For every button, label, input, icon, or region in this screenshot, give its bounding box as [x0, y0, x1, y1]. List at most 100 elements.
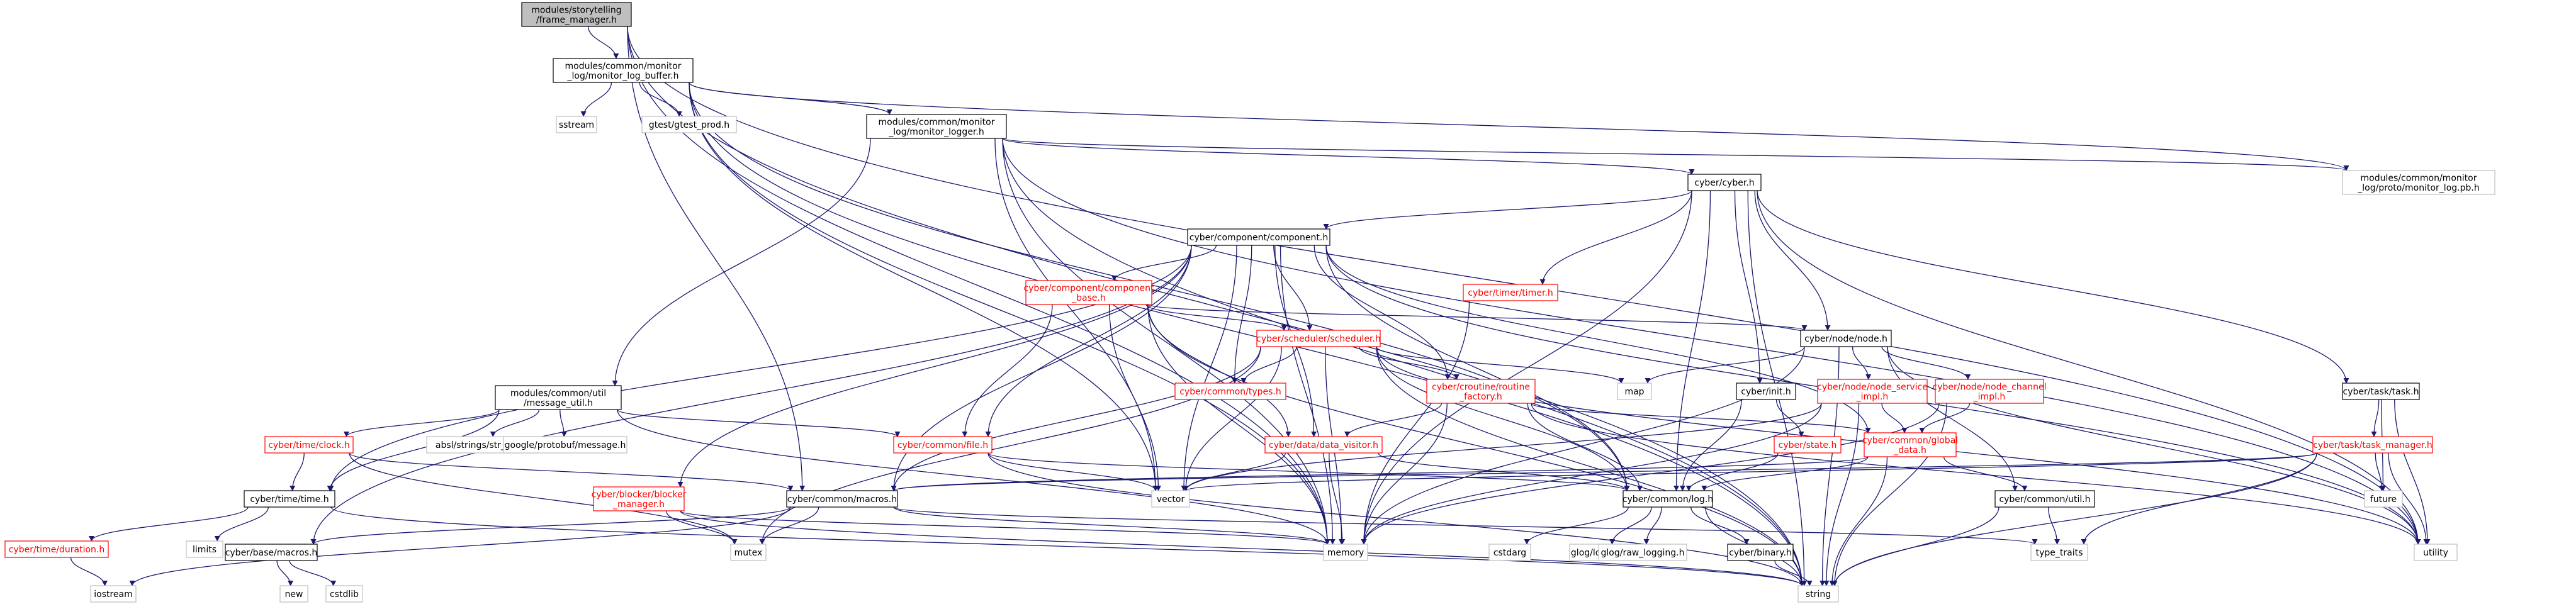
node-binary[interactable]: cyber/binary.h [1727, 544, 1794, 561]
node-state[interactable]: cyber/state.h [1774, 436, 1842, 454]
edge-taskmgr-to-typetraits [2081, 452, 2317, 545]
node-mlg-box [866, 114, 1007, 139]
node-duration-label: cyber/time/duration.h [9, 545, 105, 555]
node-timer[interactable]: cyber/timer/timer.h [1463, 284, 1558, 301]
edge-binary-to-string [1774, 560, 1813, 586]
node-file[interactable]: cyber/common/file.h [893, 436, 993, 454]
node-timer-label: cyber/timer/timer.h [1468, 288, 1553, 298]
edge-basemacros-to-new [276, 560, 294, 586]
node-mlg[interactable]: modules/common/monitor_log/monitor_logge… [866, 114, 1007, 139]
node-mlpb-label: modules/common/monitor [2361, 173, 2477, 183]
node-timeh-box [244, 490, 335, 508]
edge-scheduler-to-mutex [759, 346, 1261, 545]
node-nodesvc[interactable]: cyber/node/node_service_impl.h [1817, 379, 1928, 404]
node-datavis-box [1264, 436, 1383, 454]
edge-macros-to-iostream [129, 506, 791, 586]
node-types[interactable]: cyber/common/types.h [1174, 382, 1286, 400]
node-croutine[interactable]: cyber/croutine/routine_factory.h [1426, 379, 1536, 404]
node-timeh[interactable]: cyber/time/time.h [244, 490, 335, 508]
node-nodechan[interactable]: cyber/node/node_channel_impl.h [1933, 379, 2047, 404]
node-msgutil[interactable]: modules/common/util/message_util.h [495, 385, 622, 410]
node-cyber[interactable]: cyber/cyber.h [1687, 174, 1762, 191]
node-duration[interactable]: cyber/time/duration.h [4, 540, 109, 558]
node-component[interactable]: cyber/component/component.h [1187, 228, 1330, 246]
edge-mlb-to-gtestprod [639, 82, 682, 117]
node-root[interactable]: modules/storytelling/frame_manager.h [521, 2, 632, 27]
node-duration-box [4, 540, 109, 558]
node-macros-box [786, 490, 898, 508]
node-compbase[interactable]: cyber/component/component_base.h [1023, 280, 1154, 305]
node-global[interactable]: cyber/common/global_data.h [1862, 432, 1958, 457]
node-clock[interactable]: cyber/time/clock.h [264, 436, 354, 454]
node-sstream: sstream [556, 116, 597, 133]
node-init[interactable]: cyber/init.h [1736, 382, 1796, 400]
node-log[interactable]: cyber/common/log.h [1623, 490, 1713, 508]
edge-nodesvc-to-global [1881, 403, 1908, 433]
node-file-label: cyber/common/file.h [897, 440, 988, 450]
node-node[interactable]: cyber/node/node.h [1800, 330, 1892, 347]
node-util[interactable]: cyber/common/util.h [1994, 490, 2095, 508]
node-mlb[interactable]: modules/common/monitor_log/monitor_log_b… [553, 58, 694, 83]
node-protomsg: google/protobuf/message.h [503, 436, 627, 454]
node-gtestprod-box [641, 116, 737, 133]
node-map: map [1617, 382, 1652, 400]
node-limits: limits [186, 540, 223, 558]
node-rawlog-label: glog/raw_logging.h [1601, 548, 1685, 558]
edge-scheduler-to-types [1240, 346, 1297, 384]
node-map-label: map [1624, 387, 1644, 397]
edge-component-to-types [1232, 245, 1252, 384]
edge-mlg-to-vector [994, 138, 1159, 491]
edge-datavis-to-log [1378, 452, 1630, 491]
edge-mlg-to-cyber [1002, 138, 1695, 175]
edge-cyber-to-node [1754, 190, 1831, 331]
node-msgutil-label: /message_util.h [524, 398, 593, 408]
node-iostream: iostream [90, 585, 137, 603]
edge-scheduler-to-log [1376, 346, 1630, 491]
node-limits-label: limits [193, 545, 217, 555]
node-mutex-label: mutex [734, 548, 763, 558]
node-blocker[interactable]: cyber/blocker/blocker_manager.h [592, 486, 687, 511]
edge-compbase-to-string [1147, 304, 1805, 586]
node-datavis[interactable]: cyber/data/data_visitor.h [1264, 436, 1383, 454]
edge-macros-to-typetraits [893, 506, 2037, 545]
node-taskmgr[interactable]: cyber/task/task_manager.h [2312, 436, 2433, 454]
node-clock-label: cyber/time/clock.h [268, 440, 350, 450]
node-memory-box [1323, 544, 1368, 561]
edge-timeh-to-string [330, 506, 1805, 586]
node-croutine-box [1426, 379, 1536, 404]
edge-nodechan-to-global [1919, 403, 1971, 433]
edge-taskmgr-to-vector [1183, 452, 2317, 491]
edge-scheduler-to-macros [891, 346, 1261, 491]
edge-macros-to-memory [893, 506, 1330, 545]
edge-task-to-taskmgr [2371, 399, 2380, 437]
node-macros-label: cyber/common/macros.h [787, 494, 897, 505]
node-new-box [279, 585, 308, 603]
node-croutine-label: cyber/croutine/routine [1432, 382, 1530, 392]
edge-component-to-scheduler [1273, 245, 1313, 331]
node-vector-box [1151, 490, 1190, 508]
edge-croutine-to-memory [1361, 403, 1448, 545]
node-root-box [521, 2, 632, 27]
node-basemacros[interactable]: cyber/base/macros.h [225, 544, 318, 561]
edge-file-to-log [987, 452, 1630, 491]
node-future: future [2364, 490, 2403, 508]
edge-taskmgr-to-future [2375, 452, 2385, 491]
node-scheduler[interactable]: cyber/scheduler/scheduler.h [1256, 330, 1381, 347]
edge-global-to-string [1829, 456, 1888, 586]
edge-mlb-to-vector [689, 82, 1159, 491]
node-macros[interactable]: cyber/common/macros.h [786, 490, 898, 508]
edge-blocker-to-mutex [665, 510, 738, 545]
node-task-label: cyber/task/task.h [2343, 387, 2419, 397]
node-utility-label: utility [2423, 548, 2448, 558]
edge-nodesvc-to-string [1823, 403, 1860, 586]
node-mlb-label: _log/monitor_log_buffer.h [567, 71, 679, 81]
node-msgutil-label: modules/common/util [510, 388, 606, 398]
node-new: new [279, 585, 308, 603]
node-node-box [1800, 330, 1892, 347]
node-init-box [1736, 382, 1796, 400]
node-msgutil-box [495, 385, 622, 410]
edge-component-to-log [1325, 245, 1630, 491]
edge-taskmgr-to-macros [891, 452, 2317, 491]
node-mlb-label: modules/common/monitor [565, 61, 682, 71]
node-task[interactable]: cyber/task/task.h [2342, 382, 2420, 400]
